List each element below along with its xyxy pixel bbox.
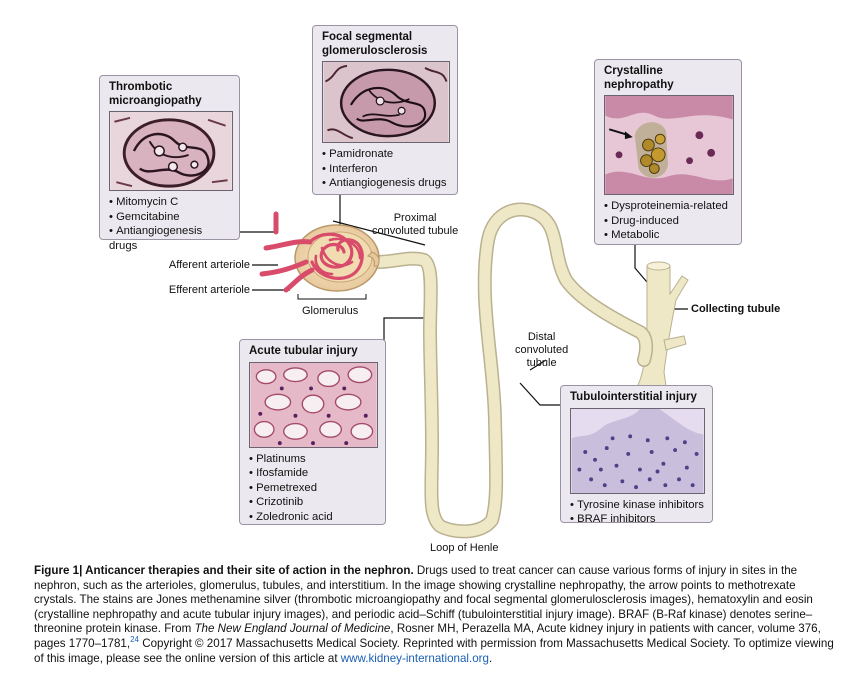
box-thrombotic-microangiopathy: Thrombotic microangiopathy Mitomycin C G… (99, 75, 240, 252)
nephron-diagram (237, 193, 689, 539)
caption-figure-label: Figure 1| Anticancer therapies and their… (34, 564, 414, 577)
box-thrombotic-title-line2: microangiopathy (109, 94, 202, 107)
micrograph-acute (249, 361, 378, 448)
box-thrombotic-list: Mitomycin C Gemcitabine Antiangiogenesis… (109, 195, 231, 253)
list-item: Pemetrexed (249, 481, 377, 496)
box-crystalline-title: Crystalline nephropathy (604, 65, 733, 92)
capillary-tuft (259, 211, 364, 293)
connector-tubulo (519, 382, 560, 406)
list-item: Platinums (249, 452, 377, 467)
list-item: Antiangiogenesis drugs (109, 224, 231, 253)
box-focal-title-line2: glomerulosclerosis (322, 44, 428, 57)
box-focal-list: Pamidronate Interferon Antiangiogenesis … (322, 147, 449, 191)
label-collecting-tubule: Collecting tubule (691, 303, 781, 315)
label-distal-line3: tubule (526, 357, 557, 369)
label-proximal-line2: convoluted tubule (372, 225, 459, 237)
box-crystalline-nephropathy: Crystalline nephropathy Dysproteinemia-r… (594, 59, 742, 245)
label-distal-line1: Distal (527, 331, 556, 343)
list-item: Dysproteinemia-related (604, 199, 733, 214)
micrograph-tubulointerstitial (570, 407, 705, 494)
leader-proximal (332, 220, 426, 246)
list-item: Drug-induced (604, 214, 733, 229)
list-item: Mitomycin C (109, 195, 231, 210)
caption-text-2: , Rosner MH, Perazella MA, Acute kidney … (34, 622, 821, 650)
box-focal-segmental-glomerulosclerosis: Focal segmental glomerulosclerosis Pamid… (312, 25, 458, 195)
list-item: BRAF inhibitors (570, 512, 704, 527)
box-tubulointerstitial-injury: Tubulointerstitial injury Tyrosine kinas… (560, 385, 713, 525)
label-efferent-arteriole: Efferent arteriole (168, 284, 250, 296)
label-proximal-convoluted-tubule: Proximal convoluted tubule (372, 212, 458, 238)
box-acute-title: Acute tubular injury (249, 345, 358, 357)
caption-link[interactable]: www.kidney-international.org (340, 651, 489, 665)
label-glomerulus: Glomerulus (302, 305, 359, 317)
micrograph-focal (322, 61, 450, 143)
list-item: Metabolic (604, 228, 733, 243)
caption-text-1: Drugs used to treat cancer can cause var… (34, 564, 813, 636)
box-crystalline-list: Dysproteinemia-related Drug-induced Meta… (604, 199, 733, 243)
caption-text-4: . (488, 651, 493, 665)
list-item: Ifosfamide (249, 466, 377, 481)
glomerulus-bracket (297, 294, 367, 300)
list-item: Crizotinib (249, 495, 377, 510)
figure-caption: Figure 1| Anticancer therapies and their… (34, 564, 834, 666)
box-thrombotic-title: Thrombotic microangiopathy (109, 81, 231, 108)
connector-crystalline (634, 245, 653, 289)
box-focal-title: Focal segmental glomerulosclerosis (322, 31, 449, 58)
caption-text-3: Copyright © 2017 Massachusetts Medical S… (34, 636, 834, 665)
caption-reference[interactable]: 24 (130, 635, 139, 645)
list-item: Interferon (322, 162, 449, 177)
box-acute-tubular-injury: Acute tubular injury Platinums Ifosfamid… (239, 339, 386, 525)
box-crystalline-title-line1: Crystalline (604, 65, 663, 77)
label-distal-convoluted-tubule: Distal convoluted tubule (515, 331, 568, 370)
box-crystalline-title-line2: nephropathy (604, 78, 674, 91)
label-proximal-line1: Proximal (393, 212, 437, 224)
box-thrombotic-title-line1: Thrombotic (109, 81, 173, 93)
label-afferent-arteriole: Afferent arteriole (168, 259, 250, 271)
connector-acute (383, 317, 426, 342)
list-item: Gemcitabine (109, 210, 231, 225)
box-tubulo-list: Tyrosine kinase inhibitors BRAF inhibito… (570, 498, 704, 527)
caption-journal: The New England Journal of Medicine (194, 622, 391, 636)
micrograph-crystalline (604, 95, 734, 195)
list-item: Tyrosine kinase inhibitors (570, 498, 704, 513)
leader-distal (529, 359, 547, 371)
box-tubulo-title: Tubulointerstitial injury (570, 391, 697, 403)
list-item: Antiangiogenesis drugs (322, 176, 449, 191)
list-item: Pamidronate (322, 147, 449, 162)
box-acute-list: Platinums Ifosfamide Pemetrexed Crizotin… (249, 452, 377, 525)
micrograph-thrombotic (109, 111, 233, 191)
label-loop-of-henle: Loop of Henle (430, 542, 499, 554)
list-item: Zoledronic acid (249, 510, 377, 525)
label-distal-line2: convoluted (515, 344, 569, 356)
tubule (371, 202, 654, 539)
box-focal-title-line1: Focal segmental (322, 31, 413, 43)
